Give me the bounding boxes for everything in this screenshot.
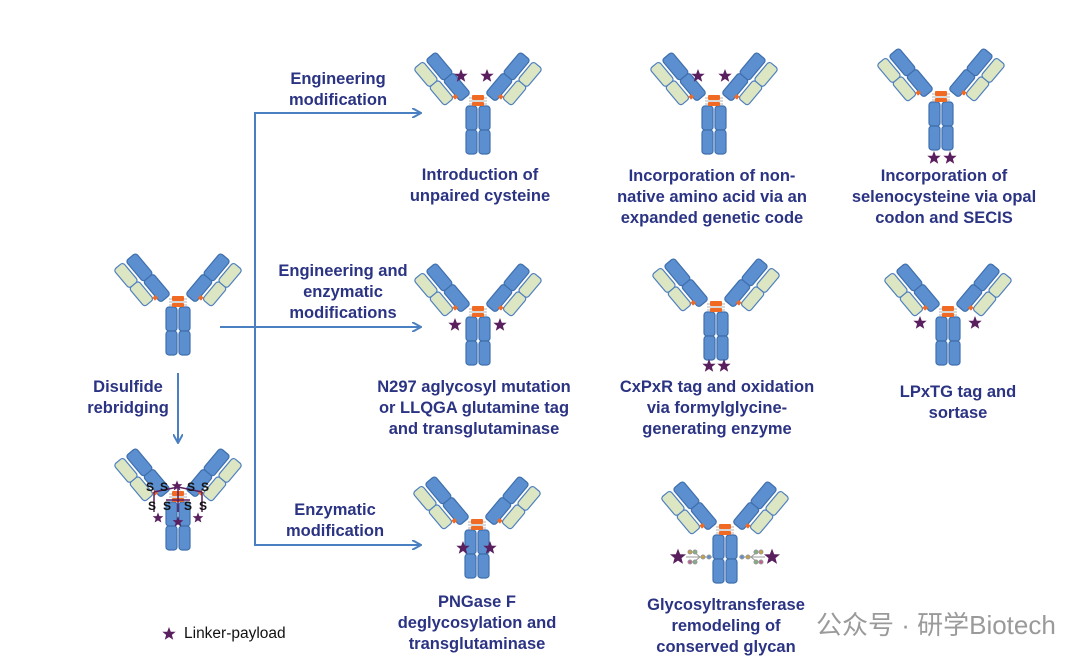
legend-label: Linker-payload	[184, 625, 286, 642]
legend: Linker-payload	[160, 625, 286, 643]
svg-text:S: S	[199, 499, 207, 513]
label-line: rebridging	[87, 399, 169, 417]
label-line: expanded genetic code	[620, 209, 804, 227]
label-line: Introduction of	[421, 166, 539, 184]
label-line: Glycosyltransferase	[647, 596, 805, 614]
label-line: deglycosylation and	[397, 614, 557, 632]
label-line: remodeling of	[671, 617, 781, 635]
watermark: 公众号 · 研学Biotech	[816, 610, 1056, 640]
antibody-pngase-f	[413, 475, 542, 578]
svg-text:S: S	[160, 480, 168, 494]
label-line: codon and SECIS	[875, 209, 1013, 227]
svg-text:S: S	[146, 480, 154, 494]
method-label: Glycosyltransferase remodeling of conser…	[647, 595, 805, 658]
label-line: conserved glycan	[656, 638, 796, 656]
antibody-non-native-amino-acid	[650, 51, 779, 154]
label-line: Engineering and	[278, 262, 408, 280]
label-line: LPxTG tag and	[899, 383, 1017, 401]
label-line: via formylglycine-	[646, 399, 788, 417]
label-line: PNGase F	[438, 593, 516, 611]
flow-arrows	[178, 113, 420, 546]
svg-text:S: S	[163, 499, 171, 513]
antibody-glycan-remodeling	[661, 480, 790, 583]
svg-text:S: S	[184, 499, 192, 513]
antibody-lpxtg-sortase	[884, 262, 1013, 365]
method-label: PNGase F deglycosylation and transglutam…	[398, 592, 557, 655]
method-label: N297 aglycosyl mutation or LLQGA glutami…	[377, 377, 570, 440]
label-line: CxPxR tag and oxidation	[619, 378, 815, 396]
label-line: modifications	[289, 304, 397, 322]
label-line: or LLQGA glutamine tag	[378, 399, 570, 417]
antibody-unpaired-cysteine	[414, 51, 543, 154]
label-line: Incorporation of	[880, 167, 1008, 185]
label-line: Engineering	[290, 70, 386, 88]
parent-antibody	[114, 252, 243, 355]
label-line: modification	[285, 522, 385, 540]
label-line: generating enzyme	[642, 420, 792, 438]
star-icon	[162, 627, 176, 640]
label-line: Enzymatic	[294, 501, 376, 519]
method-label: LPxTG tag and sortase	[900, 382, 1016, 424]
sulfur-labels: S S S S S S S S	[146, 480, 209, 513]
glycan-chains	[686, 549, 765, 565]
label-line: N297 aglycosyl mutation	[377, 378, 571, 396]
method-label: CxPxR tag and oxidation via formylglycin…	[620, 377, 814, 440]
svg-text:S: S	[148, 499, 156, 513]
label-disulfide-rebridging: Disulfide rebridging	[87, 377, 169, 419]
label-line: sortase	[928, 404, 988, 422]
label-line: native amino acid via an	[617, 188, 807, 206]
antibody-n297-transglutaminase	[414, 262, 543, 365]
label-line: Disulfide	[93, 378, 163, 396]
disulfide-rebridged-antibody: S S S S S S S S	[114, 447, 243, 550]
label-enzymatic-modification: Enzymatic modification	[286, 500, 384, 542]
label-line: transglutaminase	[408, 635, 546, 653]
label-line: unpaired cysteine	[409, 187, 551, 205]
label-line: enzymatic	[303, 283, 383, 301]
method-label: Introduction of unpaired cysteine	[410, 165, 550, 207]
label-line: selenocysteine via opal	[851, 188, 1037, 206]
antibody-cxpxr-tag	[652, 257, 781, 372]
label-line: modification	[288, 91, 388, 109]
svg-text:S: S	[187, 480, 195, 494]
label-engineering-enzymatic: Engineering and enzymatic modifications	[278, 261, 407, 324]
label-line: and transglutaminase	[388, 420, 560, 438]
method-label: Incorporation of non- native amino acid …	[617, 166, 807, 229]
label-line: Incorporation of non-	[628, 167, 796, 185]
antibody-selenocysteine	[877, 47, 1006, 164]
svg-text:S: S	[201, 480, 209, 494]
method-label: Incorporation of selenocysteine via opal…	[852, 166, 1036, 229]
label-engineering-modification: Engineering modification	[289, 69, 387, 111]
